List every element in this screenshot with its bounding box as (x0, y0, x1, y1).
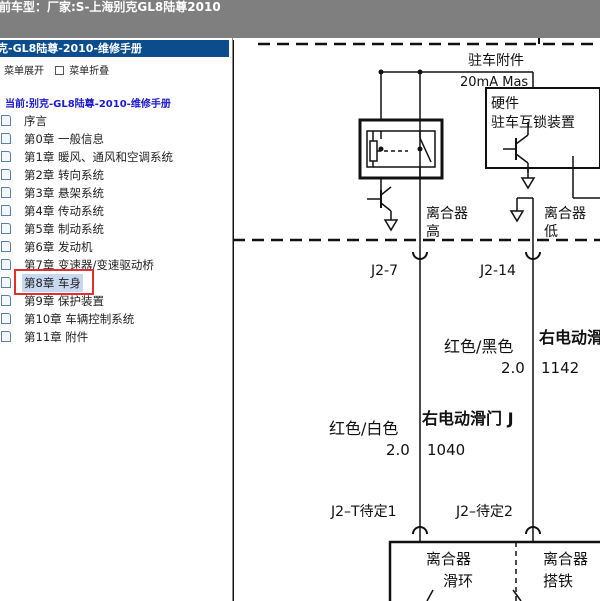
tree-item-ch6[interactable]: 第6章 发动机 (0, 238, 230, 256)
document-icon (0, 115, 11, 126)
current-manual: 当前:别克-GL8陆尊-2010-维修手册 (5, 99, 171, 110)
document-icon (0, 241, 11, 252)
tree-item-label: 第11章 附件 (24, 330, 89, 344)
tree-item-ch5[interactable]: 第5章 制动系统 (0, 220, 230, 238)
tree-item-label: 第0章 一般信息 (24, 132, 104, 146)
label-wire-circuit-1: 1142 (541, 359, 579, 377)
label-clutch-high-1: 离合器 (426, 205, 468, 222)
tree-item-label: 第5章 制动系统 (24, 222, 104, 236)
tree-item-label: 第8章 车身 (22, 274, 83, 292)
tree-item-ch11[interactable]: 第11章 附件 (0, 328, 230, 346)
label-wire-gauge-2: 2.0 (386, 441, 410, 459)
label-hardware: 硬件 (491, 96, 519, 112)
tree-item-ch4[interactable]: 第4章 传动系统 (0, 202, 230, 220)
document-icon (0, 205, 11, 216)
label-current-mas: 20mA Mas (460, 75, 528, 90)
tree-item-ch7[interactable]: 第7章 变速器/变速驱动桥 (0, 256, 230, 274)
label-conn-t1: J2–T待定1 (330, 504, 397, 520)
menu-collapse-button[interactable]: 菜单折叠 (55, 62, 109, 77)
tree-item-label: 第4章 传动系统 (24, 204, 104, 218)
document-icon (0, 313, 11, 324)
tree-item-ch0[interactable]: 第0章 一般信息 (0, 130, 230, 148)
document-icon (0, 151, 11, 162)
document-icon (0, 331, 11, 342)
label-wire-gauge-1: 2.0 (501, 359, 525, 377)
label-clutch-gnd-2: 搭铁 (543, 572, 573, 590)
label-clutch-slip-2: 滑环 (443, 572, 473, 590)
sidebar: 克-GL8陆尊-2010-维修手册 菜单展开 菜单折叠 当前:别克-GL8陆尊-… (0, 38, 233, 601)
tree-item-label: 序言 (24, 114, 47, 128)
label-wire-name-2: 右电动滑门 J (422, 409, 514, 428)
label-clutch-low-2: 低 (544, 224, 558, 240)
menu-expand-button[interactable]: 菜单展开 (4, 66, 44, 77)
label-clutch-low-1: 离合器 (544, 205, 586, 222)
tree-item-label: 第2章 转向系统 (24, 168, 104, 182)
label-parking-accessory: 驻车附件 (468, 52, 524, 69)
tree-item-ch1[interactable]: 第1章 暖风、通风和空调系统 (0, 148, 230, 166)
window-title-bar: 前车型：厂家:S-上海别克GL8陆尊2010 (0, 0, 600, 38)
tree-item-label: 第6章 发动机 (24, 240, 93, 254)
tree-item-label: 第3章 悬架系统 (24, 186, 104, 200)
tree-item-ch8[interactable]: 第8章 车身 (0, 274, 230, 292)
wiring-diagram: 驻车附件 20mA Mas 硬件 驻车互锁装置 离合器 高 离合器 低 J2-7… (233, 38, 600, 601)
collapse-icon (55, 66, 65, 75)
tree-item-label: 第9章 保护装置 (24, 294, 104, 308)
wiring-diagram-svg: 驻车附件 20mA Mas 硬件 驻车互锁装置 离合器 高 离合器 低 J2-7… (233, 38, 600, 601)
label-park-interlock: 驻车互锁装置 (491, 114, 575, 131)
label-conn-t2: J2–待定2 (455, 504, 513, 520)
label-clutch-gnd-1: 离合器 (543, 550, 588, 568)
chapter-tree: 序言 第0章 一般信息 第1章 暖风、通风和空调系统 第2章 转向系统 第3章 … (0, 112, 230, 346)
document-icon (0, 133, 11, 144)
document-icon (0, 259, 11, 270)
menu-controls: 菜单展开 菜单折叠 (4, 62, 117, 77)
document-icon (0, 187, 11, 198)
tree-item-ch2[interactable]: 第2章 转向系统 (0, 166, 230, 184)
tree-item-label: 第7章 变速器/变速驱动桥 (24, 258, 154, 272)
sidebar-header-title: 克-GL8陆尊-2010-维修手册 (0, 42, 143, 55)
label-conn-j2-7: J2-7 (370, 263, 398, 279)
tree-item-label: 第10章 车辆控制系统 (24, 312, 135, 326)
label-wire-color-1: 红色/黑色 (444, 337, 513, 356)
tree-item-preface[interactable]: 序言 (0, 112, 230, 130)
label-wire-color-2: 红色/白色 (329, 419, 398, 438)
document-icon (0, 277, 11, 288)
document-icon (0, 223, 11, 234)
label-clutch-high-2: 高 (426, 223, 440, 240)
label-clutch-slip-1: 离合器 (426, 550, 471, 568)
tree-item-ch10[interactable]: 第10章 车辆控制系统 (0, 310, 230, 328)
tree-item-label: 第1章 暖风、通风和空调系统 (24, 150, 173, 164)
tree-item-ch9[interactable]: 第9章 保护装置 (0, 292, 230, 310)
label-conn-j2-14: J2-14 (479, 263, 516, 279)
label-wire-circuit-2: 1040 (427, 441, 465, 459)
document-icon (0, 169, 11, 180)
sidebar-header: 克-GL8陆尊-2010-维修手册 (0, 40, 229, 57)
label-wire-name-1: 右电动滑 (539, 328, 600, 347)
document-icon (0, 295, 11, 306)
window-title: 前车型：厂家:S-上海别克GL8陆尊2010 (0, 0, 221, 14)
menu-collapse-label: 菜单折叠 (69, 66, 110, 77)
tree-item-ch3[interactable]: 第3章 悬架系统 (0, 184, 230, 202)
